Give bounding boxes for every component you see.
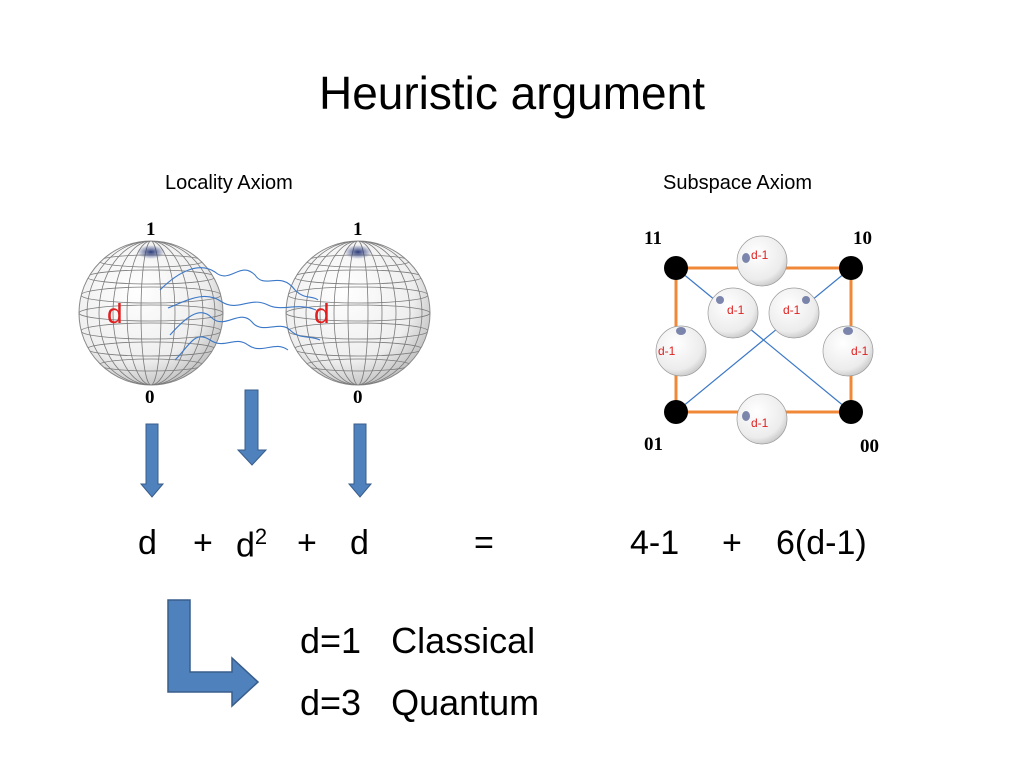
equation-plus-1: + (193, 524, 213, 562)
down-arrow-right (347, 423, 373, 498)
ball-bottom (736, 393, 788, 445)
result-classical-name: Classical (391, 620, 536, 661)
bloch-sphere-left (78, 240, 224, 386)
slide-title: Heuristic argument (318, 67, 706, 119)
ball-label-bottom: d-1 (751, 416, 769, 430)
bent-arrow (167, 599, 260, 708)
corner-dots (664, 256, 863, 424)
equation-rhs-6d-1: 6(d-1) (776, 524, 867, 562)
result-quantum-name: Quantum (391, 682, 540, 723)
result-classical-value: d=1 (300, 620, 362, 661)
ball-left (655, 325, 707, 377)
ball-top (736, 235, 788, 287)
locality-axiom-caption: Locality Axiom (165, 172, 293, 194)
left-sphere-bottom-label: 0 (145, 387, 155, 408)
ball-center-right (768, 287, 820, 339)
ball-right (822, 325, 874, 377)
equation-equals: = (474, 524, 494, 562)
ball-label-left: d-1 (658, 344, 676, 358)
corner-label-11: 11 (644, 228, 662, 249)
subspace-balls (655, 235, 874, 445)
down-arrow-middle (236, 389, 268, 466)
bloch-sphere-right (285, 240, 431, 386)
ball-center-left (707, 287, 759, 339)
subspace-axiom-caption: Subspace Axiom (663, 172, 812, 194)
corner-label-00: 00 (860, 436, 879, 457)
equation-plus-3: + (722, 524, 742, 562)
equation-term-d-squared: d2 (236, 524, 267, 565)
down-arrow-left (139, 423, 165, 498)
right-sphere-dim-label: d (314, 298, 330, 329)
equation-term-d3: d (350, 524, 369, 562)
result-classical: d=1 Classical (300, 620, 535, 662)
right-sphere-bottom-label: 0 (353, 387, 363, 408)
entanglement-lines (159, 267, 321, 361)
corner-label-10: 10 (853, 228, 872, 249)
equation-plus-2: + (297, 524, 317, 562)
result-quantum: d=3 Quantum (300, 682, 539, 724)
equation-d-squared-base: d (236, 526, 255, 565)
ball-label-right: d-1 (851, 344, 869, 358)
equation-term-d1: d (138, 524, 157, 562)
corner-label-01: 01 (644, 434, 663, 455)
ball-label-center-left: d-1 (727, 303, 745, 317)
ball-label-center-right: d-1 (783, 303, 801, 317)
equation-d-squared-exponent: 2 (254, 524, 268, 549)
right-sphere-top-label: 1 (353, 219, 363, 240)
equation-rhs-4-1: 4-1 (630, 524, 680, 562)
ball-label-top: d-1 (751, 248, 769, 262)
result-quantum-value: d=3 (300, 682, 362, 723)
left-sphere-dim-label: d (107, 298, 123, 329)
left-sphere-top-label: 1 (146, 219, 156, 240)
